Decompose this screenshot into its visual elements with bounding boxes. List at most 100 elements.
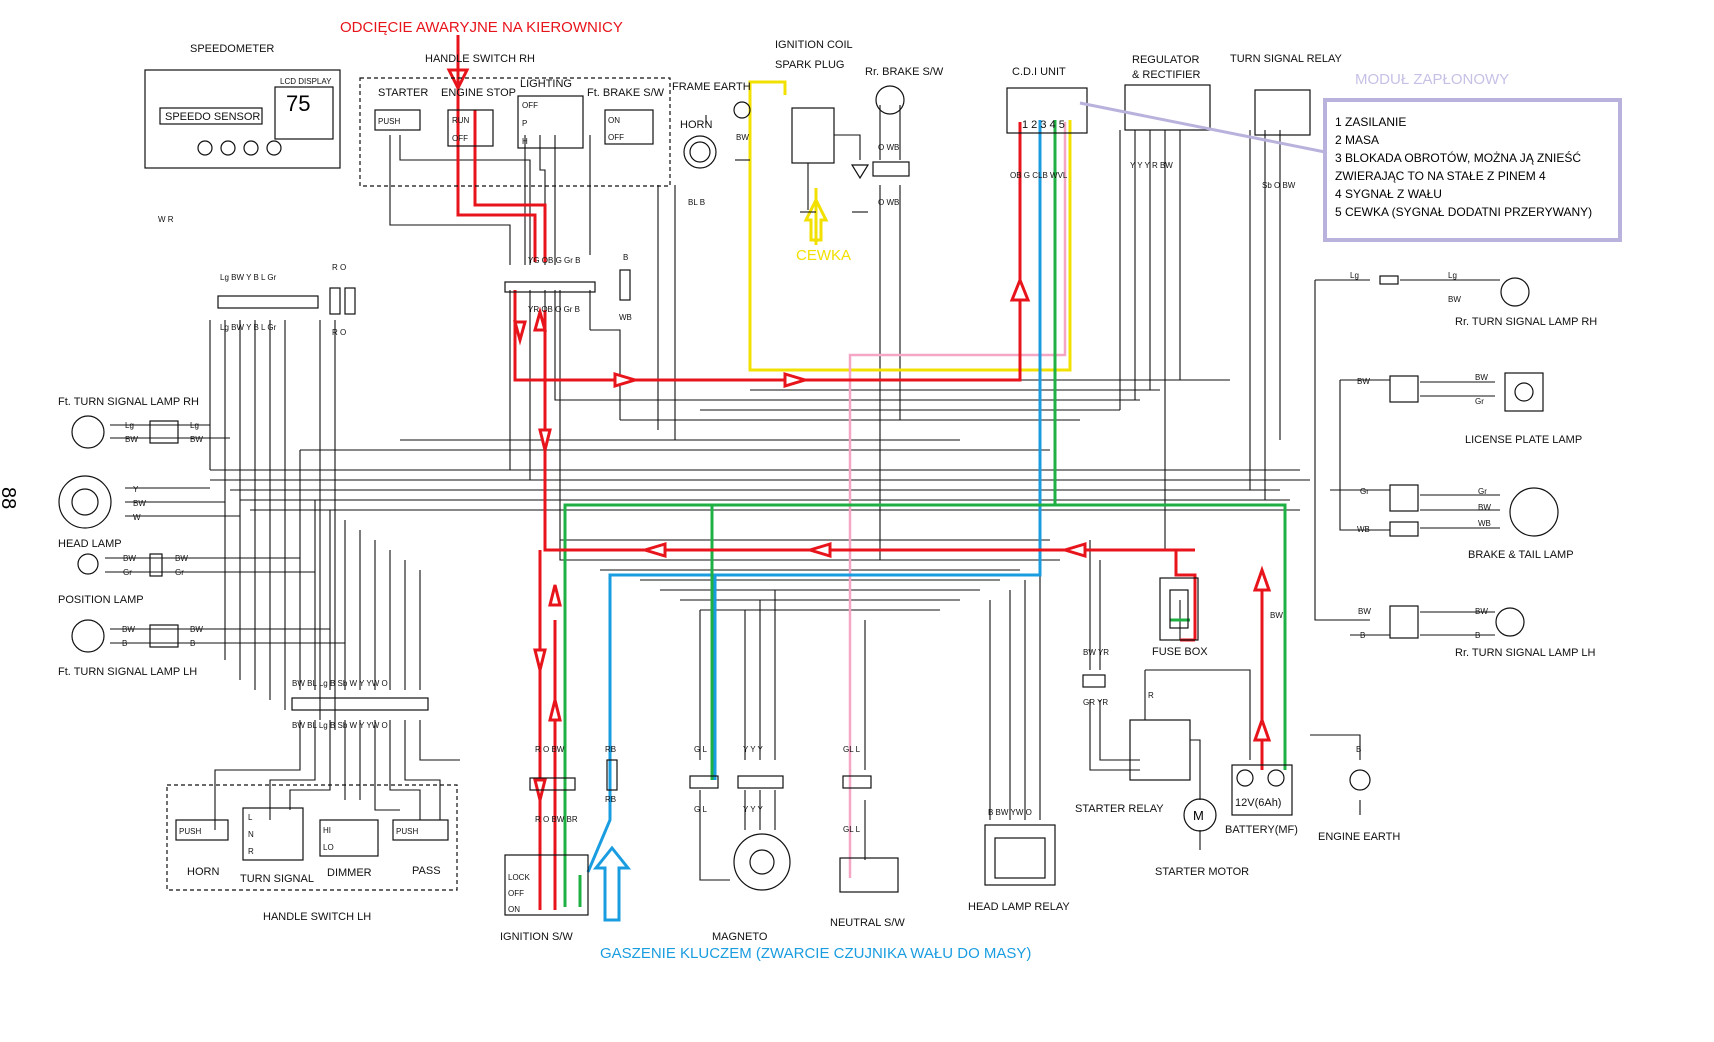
ignition-sw-label: IGNITION S/W (500, 931, 573, 943)
frame-earth: BW (733, 101, 751, 161)
horn-label: HORN (680, 119, 712, 131)
speedometer: LCD DISPLAY 75 SPEEDO SENSOR (144, 69, 341, 169)
svg-text:PUSH: PUSH (396, 827, 418, 836)
svg-text:LOCK: LOCK (508, 873, 530, 882)
rectifier-label: & RECTIFIER (1132, 69, 1201, 81)
yellow-coil-trace (748, 80, 1072, 372)
handle-switch-rh: STARTER ENGINE STOP LIGHTING Ft. BRAKE S… (359, 77, 671, 187)
svg-text:ON: ON (508, 905, 520, 914)
svg-text:Lg: Lg (1448, 271, 1457, 280)
svg-text:OFF: OFF (522, 101, 538, 110)
ignition-coil (791, 107, 870, 213)
ignition-module-annotation: MODUŁ ZAPŁONOWY (1355, 71, 1509, 88)
rr-turn-signal-lh: BW B BW B (1358, 605, 1525, 640)
svg-text:B BW YW O: B BW YW O (988, 808, 1032, 817)
svg-text:R: R (1148, 691, 1154, 700)
svg-text:GL L: GL L (843, 745, 861, 754)
starter-motor: M (1183, 798, 1217, 832)
magneto: G L G L Y Y Y Y Y Y (689, 745, 791, 891)
ft-turn-rh-label: Ft. TURN SIGNAL LAMP RH (58, 396, 199, 408)
svg-text:WB: WB (619, 313, 632, 322)
svg-text:Lg: Lg (125, 421, 134, 430)
handle-switch-lh: PUSH L N R HI LO PUSH HORN TURN SIGNAL D… (166, 784, 458, 891)
starter-label: STARTER (378, 87, 428, 99)
speedometer-label: SPEEDOMETER (190, 43, 274, 55)
turn-signal-relay-label: TURN SIGNAL RELAY (1230, 53, 1343, 65)
svg-text:R O BW BR: R O BW BR (535, 815, 578, 824)
key-kill-annotation: GASZENIE KLUCZEM (ZWARCIE CZUJNIKA WAŁU … (600, 945, 1031, 962)
svg-text:R: R (248, 847, 254, 856)
svg-text:LO: LO (323, 843, 334, 852)
page-number: 88 (0, 487, 19, 509)
horn: BL B (683, 135, 717, 207)
pass-label: PASS (412, 865, 441, 877)
svg-text:RUN: RUN (452, 116, 470, 125)
rr-brake-switch: O WB O WB (872, 85, 910, 207)
magneto-label: MAGNETO (712, 931, 768, 943)
svg-text:O WB: O WB (878, 143, 899, 152)
svg-text:BW: BW (190, 435, 203, 444)
svg-text:Gr: Gr (1478, 487, 1487, 496)
turn-signal-relay: Sb O BW (1254, 89, 1311, 190)
neutral-switch: GL L GL L (839, 745, 899, 893)
svg-text:H: H (522, 137, 528, 146)
head-lamp-label: HEAD LAMP (58, 538, 122, 550)
ignition-coil-label: IGNITION COIL (775, 39, 853, 51)
ft-brake-sw-label: Ft. BRAKE S/W (587, 87, 665, 99)
neutral-indicator-icon (243, 140, 259, 156)
svg-text:YG OB G Gr B: YG OB G Gr B (528, 256, 580, 265)
legend-line-6: 5 CEWKA (SYGNAŁ DODATNI PRZERYWANY) (1335, 205, 1592, 219)
turn-left-indicator-icon (197, 140, 213, 156)
svg-text:BW BL Lg B Sb W Y YW O: BW BL Lg B Sb W Y YW O (292, 721, 388, 730)
handlebar-kill-annotation: ODCIĘCIE AWARYJNE NA KIEROWNICY (340, 19, 623, 36)
handle-switch-lh-label: HANDLE SWITCH LH (263, 911, 371, 923)
svg-text:BW: BW (190, 625, 203, 634)
ignition-switch: LOCK OFF ON R O BW R O BW BR RB RB (504, 745, 618, 916)
handle-switch-rh-label: HANDLE SWITCH RH (425, 53, 535, 65)
black-wiring (105, 105, 1500, 881)
svg-text:BW BL Lg B Sb W Y YW O: BW BL Lg B Sb W Y YW O (292, 679, 388, 688)
svg-text:RB: RB (605, 745, 616, 754)
svg-text:Sb O BW: Sb O BW (1262, 181, 1296, 190)
rr-turn-lh-label: Rr. TURN SIGNAL LAMP LH (1455, 647, 1595, 659)
svg-text:BW: BW (123, 554, 136, 563)
dimmer-label: DIMMER (327, 867, 372, 879)
lcd-display-label: LCD DISPLAY (280, 77, 332, 86)
svg-text:RB: RB (605, 795, 616, 804)
speedo-sensor-label: SPEEDO SENSOR (165, 111, 260, 123)
svg-text:Gr: Gr (1360, 487, 1369, 496)
svg-text:BW: BW (1475, 373, 1488, 382)
svg-text:Gr: Gr (1475, 397, 1484, 406)
svg-text:BW: BW (133, 499, 146, 508)
svg-text:BL B: BL B (688, 198, 705, 207)
neutral-sw-label: NEUTRAL S/W (830, 917, 905, 929)
frame-earth-label: FRAME EARTH (672, 81, 751, 93)
svg-text:G L: G L (694, 805, 707, 814)
svg-text:YR OB O Gr B: YR OB O Gr B (528, 305, 580, 314)
starter-relay: BW YR GR YR R (1082, 648, 1191, 781)
speedometer-connector: Lg BW Y B L Gr Lg BW Y B L Gr R O R O (217, 263, 356, 337)
engine-earth-label: ENGINE EARTH (1318, 831, 1400, 843)
svg-text:B: B (190, 639, 195, 648)
svg-text:Y Y Y R BW: Y Y Y R BW (1130, 161, 1173, 170)
svg-text:BW: BW (125, 435, 138, 444)
svg-text:B: B (1360, 631, 1365, 640)
svg-text:W: W (133, 513, 141, 522)
svg-text:Y: Y (133, 485, 139, 494)
blue-key-kill-trace (586, 120, 1042, 922)
svg-text:BW: BW (1270, 611, 1283, 620)
svg-text:B: B (122, 639, 127, 648)
svg-text:B: B (623, 253, 628, 262)
red-power-trace (446, 35, 1272, 910)
svg-text:Lg: Lg (1350, 271, 1359, 280)
speedo-ro-bottom: R O (332, 328, 346, 337)
legend-line-4: ZWIERAJĄC TO NA STAŁE Z PINEM 4 (1335, 169, 1546, 183)
svg-text:BW: BW (1478, 503, 1491, 512)
brake-tail-lamp-label: BRAKE & TAIL LAMP (1468, 549, 1574, 561)
battery-label: BATTERY(MF) (1225, 824, 1298, 836)
head-lamp-relay: B BW YW O (984, 808, 1056, 886)
svg-text:BW: BW (1358, 607, 1371, 616)
svg-text:Lg: Lg (190, 421, 199, 430)
